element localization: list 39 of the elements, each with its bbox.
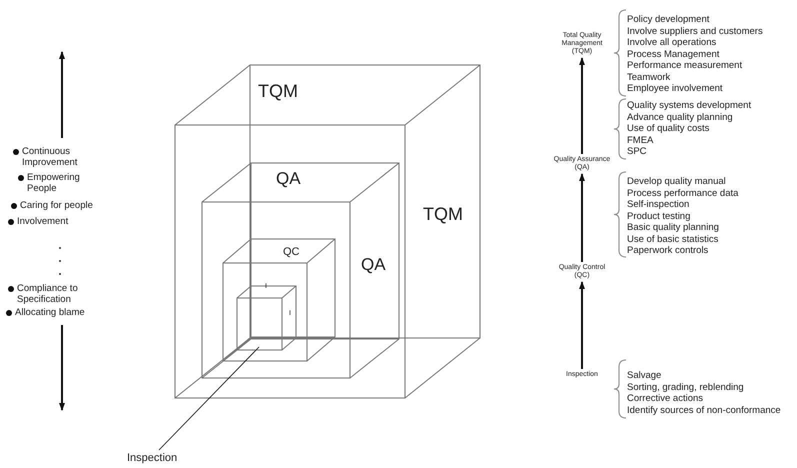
cube-label: QA bbox=[276, 170, 301, 187]
list-item: FMEA bbox=[627, 134, 654, 146]
list-item: Continuous Improvement bbox=[22, 146, 78, 168]
list-item: Process performance data bbox=[627, 188, 738, 199]
cube-label: QC bbox=[283, 247, 300, 258]
list-item: Use of basic statistics bbox=[627, 234, 718, 245]
arrow bbox=[579, 281, 585, 369]
list-item: SPC bbox=[627, 146, 647, 158]
list-item: Caring for people bbox=[20, 200, 94, 211]
list-item: Develop quality manual bbox=[627, 176, 726, 188]
list-item: Corrective actions bbox=[627, 393, 704, 404]
arrow bbox=[579, 57, 585, 154]
list-item: Performance measurement bbox=[627, 60, 742, 72]
list-item: Identify sources of non-conformance bbox=[627, 404, 781, 416]
cube-label: QA bbox=[361, 256, 386, 273]
list-item: Self-inspection bbox=[627, 199, 690, 210]
list-item: Advance quality planning bbox=[627, 112, 733, 123]
list-item: Involve all operations bbox=[627, 37, 716, 48]
list-item: Salvage bbox=[627, 370, 662, 382]
list-item: Compliance to Specification bbox=[17, 283, 79, 305]
list-item: Employee involvement bbox=[627, 83, 723, 94]
list-item: Product testing bbox=[627, 210, 690, 222]
list-item: Paperwork controls bbox=[627, 245, 708, 256]
list-item: Empowering People bbox=[27, 172, 81, 194]
stage-label: Inspection bbox=[127, 452, 187, 465]
cube-label: TQM bbox=[258, 82, 298, 100]
list-item: Process Management bbox=[627, 48, 720, 60]
list-item: Involve suppliers and customers bbox=[627, 26, 763, 37]
leader-line bbox=[158, 346, 260, 450]
list-item: Allocating blame bbox=[15, 307, 86, 318]
list-item: Use of quality costs bbox=[627, 123, 710, 134]
list-item: Sorting, grading, reblending bbox=[627, 382, 744, 393]
list-item: Involvement bbox=[17, 216, 70, 227]
cube-label: TQM bbox=[423, 205, 463, 223]
list-item: Basic quality planning bbox=[627, 222, 719, 234]
list-item: Quality systems development bbox=[627, 100, 752, 112]
arrow bbox=[579, 173, 585, 262]
list-item: Policy development bbox=[627, 14, 710, 26]
list-item: Teamwork bbox=[627, 72, 670, 83]
